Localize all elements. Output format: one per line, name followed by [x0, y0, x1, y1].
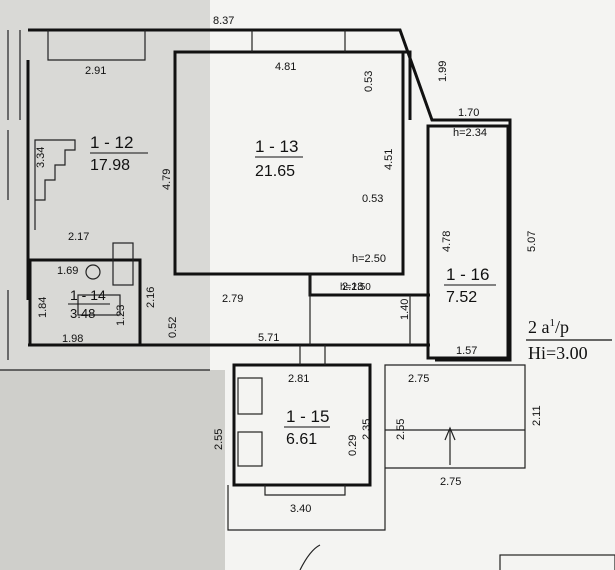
svg-text:2.75: 2.75 [408, 373, 429, 385]
svg-text:2 a1/p: 2 a1/p [528, 317, 569, 337]
svg-text:3.40: 3.40 [290, 503, 311, 515]
svg-text:1 - 15: 1 - 15 [286, 407, 329, 426]
walls [0, 28, 615, 570]
svg-text:4.79: 4.79 [161, 169, 173, 190]
svg-text:2.81: 2.81 [288, 373, 309, 385]
svg-text:5.07: 5.07 [526, 231, 538, 252]
svg-text:1 - 12: 1 - 12 [90, 133, 133, 152]
svg-text:2.75: 2.75 [440, 476, 461, 488]
svg-text:2.17: 2.17 [68, 231, 89, 243]
svg-text:3.34: 3.34 [35, 147, 47, 168]
svg-text:1.70: 1.70 [458, 107, 479, 119]
svg-text:4.78: 4.78 [441, 231, 453, 252]
svg-text:2.79: 2.79 [222, 293, 243, 305]
room-1-12: 1 - 12 17.98 [90, 133, 148, 174]
room-1-14: 1 - 14 3.48 [68, 287, 110, 321]
floor-note: 2 a1/p Hi=3.00 [526, 317, 612, 363]
svg-text:3.48: 3.48 [70, 306, 95, 321]
svg-text:2.91: 2.91 [85, 65, 106, 77]
svg-text:0.53: 0.53 [362, 193, 383, 205]
svg-text:0.53: 0.53 [363, 71, 375, 92]
svg-text:4.81: 4.81 [275, 61, 296, 73]
room-1-13: 1 - 13 21.65 [255, 137, 303, 180]
svg-text:1 - 14: 1 - 14 [70, 287, 106, 303]
svg-text:h=2.34: h=2.34 [453, 127, 487, 139]
svg-text:h=2.50: h=2.50 [352, 253, 386, 265]
svg-text:0.29: 0.29 [347, 435, 359, 456]
svg-text:21.65: 21.65 [255, 163, 295, 180]
svg-text:7.52: 7.52 [446, 289, 477, 306]
svg-text:h=2.50: h=2.50 [340, 282, 371, 293]
svg-text:2.16: 2.16 [145, 287, 157, 308]
scan-shading-light [0, 370, 225, 570]
svg-text:Hi=3.00: Hi=3.00 [528, 343, 588, 363]
svg-text:1.57: 1.57 [456, 345, 477, 357]
svg-text:1.69: 1.69 [57, 265, 78, 277]
svg-text:2.55: 2.55 [395, 419, 407, 440]
svg-text:1.23: 1.23 [115, 305, 127, 326]
svg-text:2.18: 2.18 [342, 281, 363, 293]
dimension-labels: 8.37 2.91 4.81 0.53 1.99 1.70 h=2.34 4.5… [35, 15, 543, 515]
room-1-15: 1 - 15 6.61 [284, 407, 330, 448]
svg-text:1 - 16: 1 - 16 [446, 265, 489, 284]
svg-text:4.51: 4.51 [383, 149, 395, 170]
svg-text:8.37: 8.37 [213, 15, 234, 27]
svg-text:1.98: 1.98 [62, 333, 83, 345]
room-1-16: 1 - 16 7.52 [444, 265, 496, 306]
svg-text:1.99: 1.99 [437, 61, 449, 82]
svg-text:2.35: 2.35 [361, 419, 373, 440]
svg-text:1.40: 1.40 [399, 299, 411, 320]
svg-text:5.71: 5.71 [258, 332, 279, 344]
svg-text:2.11: 2.11 [531, 405, 543, 426]
svg-text:1.84: 1.84 [37, 297, 49, 318]
svg-text:1 - 13: 1 - 13 [255, 137, 298, 156]
svg-text:17.98: 17.98 [90, 157, 130, 174]
svg-text:2.55: 2.55 [213, 429, 225, 450]
svg-text:0.52: 0.52 [167, 317, 179, 338]
svg-text:6.61: 6.61 [286, 431, 317, 448]
